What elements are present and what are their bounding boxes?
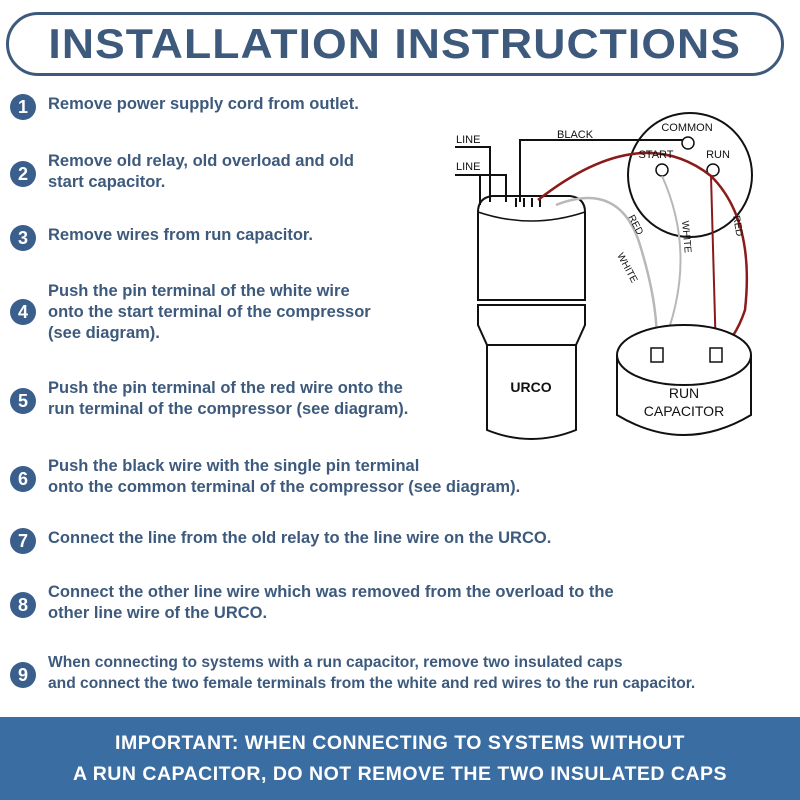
step-number-badge: 8 [10, 592, 36, 618]
step-text: Push the pin terminal of the white wire … [48, 282, 371, 342]
white-wire-label-1: WHITE [614, 251, 639, 285]
step-number-badge: 3 [10, 225, 36, 251]
step-6: 6 Push the black wire with the single pi… [10, 456, 520, 498]
step-9: 9 When connecting to systems with a run … [10, 652, 695, 694]
black-wire-label: BLACK [557, 129, 594, 141]
run-capacitor-label-2: CAPACITOR [644, 403, 724, 419]
step-text: Connect the line from the old relay to t… [48, 529, 552, 547]
step-number-badge: 6 [10, 466, 36, 492]
white-wire [555, 196, 658, 353]
compressor-terminal-block [627, 112, 753, 238]
urco-label: URCO [510, 379, 551, 395]
run-capacitor-label-1: RUN [669, 385, 699, 401]
red-wire-label-2: RED [730, 215, 745, 238]
step-text: Connect the other line wire which was re… [48, 583, 614, 622]
wiring-diagram: URCO LINE LINE BLACK RUN CAPACITOR COMMO… [455, 112, 753, 440]
red-wire [537, 151, 749, 354]
line-label-1: LINE [456, 134, 480, 146]
urco-device [477, 195, 586, 440]
line-wire-2 [455, 174, 507, 202]
run-capacitor [616, 324, 752, 436]
step-2: 2 Remove old relay, old overload and old… [10, 151, 354, 193]
run-label: RUN [706, 149, 730, 161]
start-label: START [638, 149, 673, 161]
title-banner: INSTALLATION INSTRUCTIONS [6, 12, 784, 76]
step-text: Push the pin terminal of the red wire on… [48, 379, 409, 418]
line-wire-1 [455, 146, 491, 202]
step-text: Remove wires from run capacitor. [48, 226, 314, 244]
notice-line-2: A RUN CAPACITOR, DO NOT REMOVE THE TWO I… [72, 762, 728, 785]
step-5: 5 Push the pin terminal of the red wire … [10, 378, 408, 420]
red-wire-label-1: RED [625, 213, 645, 237]
step-text: Remove old relay, old overload and old s… [48, 152, 354, 191]
notice-line-1: IMPORTANT: WHEN CONNECTING TO SYSTEMS WI… [115, 731, 685, 754]
start-terminal [655, 163, 669, 177]
step-8: 8 Connect the other line wire which was … [10, 582, 614, 624]
step-number-badge: 7 [10, 528, 36, 554]
red-wire-run [710, 175, 717, 356]
step-text: When connecting to systems with a run ca… [48, 654, 696, 692]
common-label: COMMON [661, 122, 712, 134]
step-7: 7 Connect the line from the old relay to… [10, 528, 551, 554]
step-text: Push the black wire with the single pin … [48, 457, 521, 496]
step-number-badge: 4 [10, 299, 36, 325]
step-number-badge: 5 [10, 388, 36, 414]
step-text: Remove power supply cord from outlet. [48, 95, 359, 113]
white-wire-label-2: WHITE [679, 220, 693, 253]
black-wire [519, 139, 683, 202]
step-1: 1 Remove power supply cord from outlet. [10, 94, 359, 120]
step-3: 3 Remove wires from run capacitor. [10, 225, 313, 251]
step-4: 4 Push the pin terminal of the white wir… [10, 281, 371, 344]
step-number-badge: 9 [10, 662, 36, 688]
run-terminal [706, 163, 720, 177]
line-label-2: LINE [456, 161, 480, 173]
important-notice-banner: IMPORTANT: WHEN CONNECTING TO SYSTEMS WI… [0, 717, 800, 800]
common-terminal [681, 136, 695, 150]
step-number-badge: 2 [10, 161, 36, 187]
page-title: INSTALLATION INSTRUCTIONS [48, 20, 742, 67]
step-number-badge: 1 [10, 94, 36, 120]
